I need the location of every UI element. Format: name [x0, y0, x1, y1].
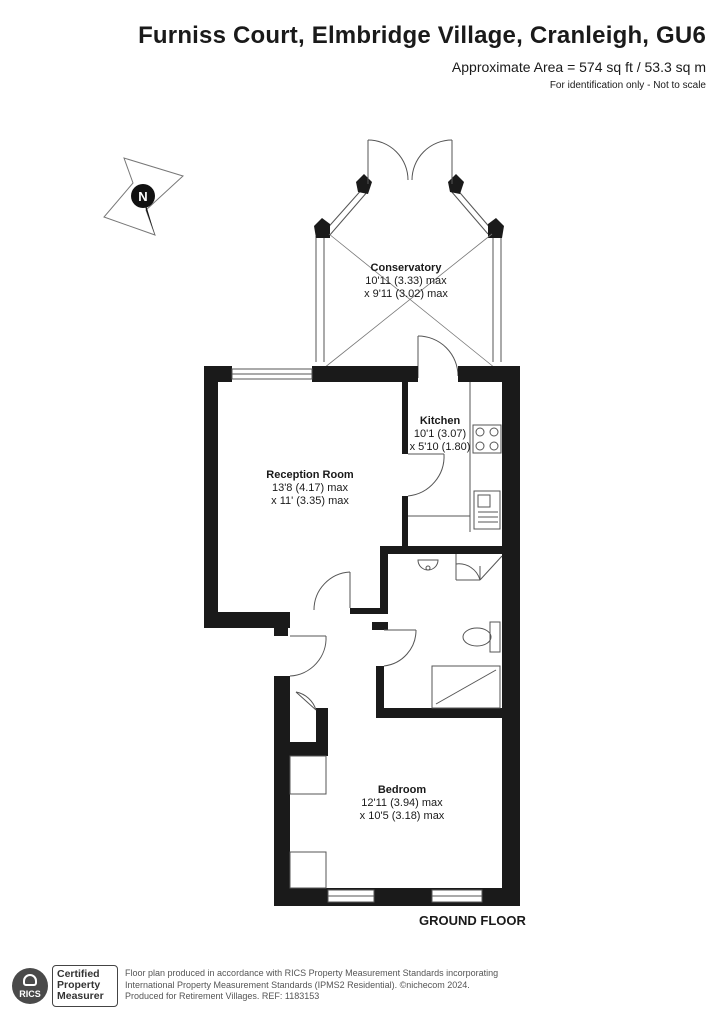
walls	[204, 366, 520, 906]
kitchen-units	[408, 382, 502, 532]
bedroom-furniture	[289, 755, 327, 889]
rics-crest-icon	[23, 974, 37, 986]
bathroom-fixtures	[417, 559, 501, 709]
svg-text:Reception Room: Reception Room	[266, 469, 354, 481]
footer-line: International Property Measurement Stand…	[125, 979, 470, 990]
svg-text:13'8 (4.17) max: 13'8 (4.17) max	[272, 482, 349, 494]
rics-logo-text: RICS	[19, 989, 41, 999]
bedroom-label: Bedroom 12'11 (3.94) max x 10'5 (3.18) m…	[360, 784, 445, 822]
certified-measurer-badge: Certified Property Measurer	[52, 965, 118, 1007]
rics-logo-icon: RICS	[12, 968, 48, 1004]
footer-disclaimer: Floor plan produced in accordance with R…	[125, 968, 498, 1003]
svg-text:10'11 (3.33) max: 10'11 (3.33) max	[365, 275, 447, 287]
floor-plan: N	[103, 139, 520, 906]
doors	[289, 453, 503, 711]
svg-text:x 9'11 (3.02) max: x 9'11 (3.02) max	[364, 288, 448, 300]
svg-text:12'11 (3.94) max: 12'11 (3.94) max	[361, 797, 443, 809]
badge-line: Measurer	[57, 990, 104, 1002]
footer-line: Produced for Retirement Villages. REF: 1…	[125, 991, 320, 1001]
compass-letter: N	[138, 189, 147, 204]
svg-text:x 10'5 (3.18) max: x 10'5 (3.18) max	[360, 810, 445, 822]
approximate-area: Approximate Area = 574 sq ft / 53.3 sq m	[451, 59, 706, 75]
windows	[231, 368, 483, 903]
footer-line: Floor plan produced in accordance with R…	[125, 968, 499, 978]
conservatory-label: Conservatory 10'11 (3.33) max x 9'11 (3.…	[364, 262, 448, 300]
scale-note: For identification only - Not to scale	[549, 80, 706, 91]
kitchen-label: Kitchen 10'1 (3.07) x 5'10 (1.80)	[410, 415, 471, 453]
svg-text:x 5'10 (1.80): x 5'10 (1.80)	[410, 441, 471, 453]
svg-text:10'1 (3.07): 10'1 (3.07)	[414, 428, 466, 440]
badge-line: Property	[57, 979, 101, 991]
badge-line: Certified	[57, 968, 100, 980]
conservatory-structure	[314, 139, 504, 378]
svg-text:x 11' (3.35) max: x 11' (3.35) max	[271, 495, 349, 507]
compass-icon: N	[103, 157, 184, 236]
svg-text:Kitchen: Kitchen	[420, 415, 461, 427]
svg-text:Bedroom: Bedroom	[378, 784, 427, 796]
page-title: Furniss Court, Elmbridge Village, Cranle…	[138, 22, 706, 49]
footer: RICS Certified Property Measurer Floor p…	[0, 960, 724, 1024]
floor-label: GROUND FLOOR	[419, 913, 526, 928]
reception-room-label: Reception Room 13'8 (4.17) max x 11' (3.…	[266, 469, 354, 507]
svg-text:Conservatory: Conservatory	[371, 262, 443, 274]
